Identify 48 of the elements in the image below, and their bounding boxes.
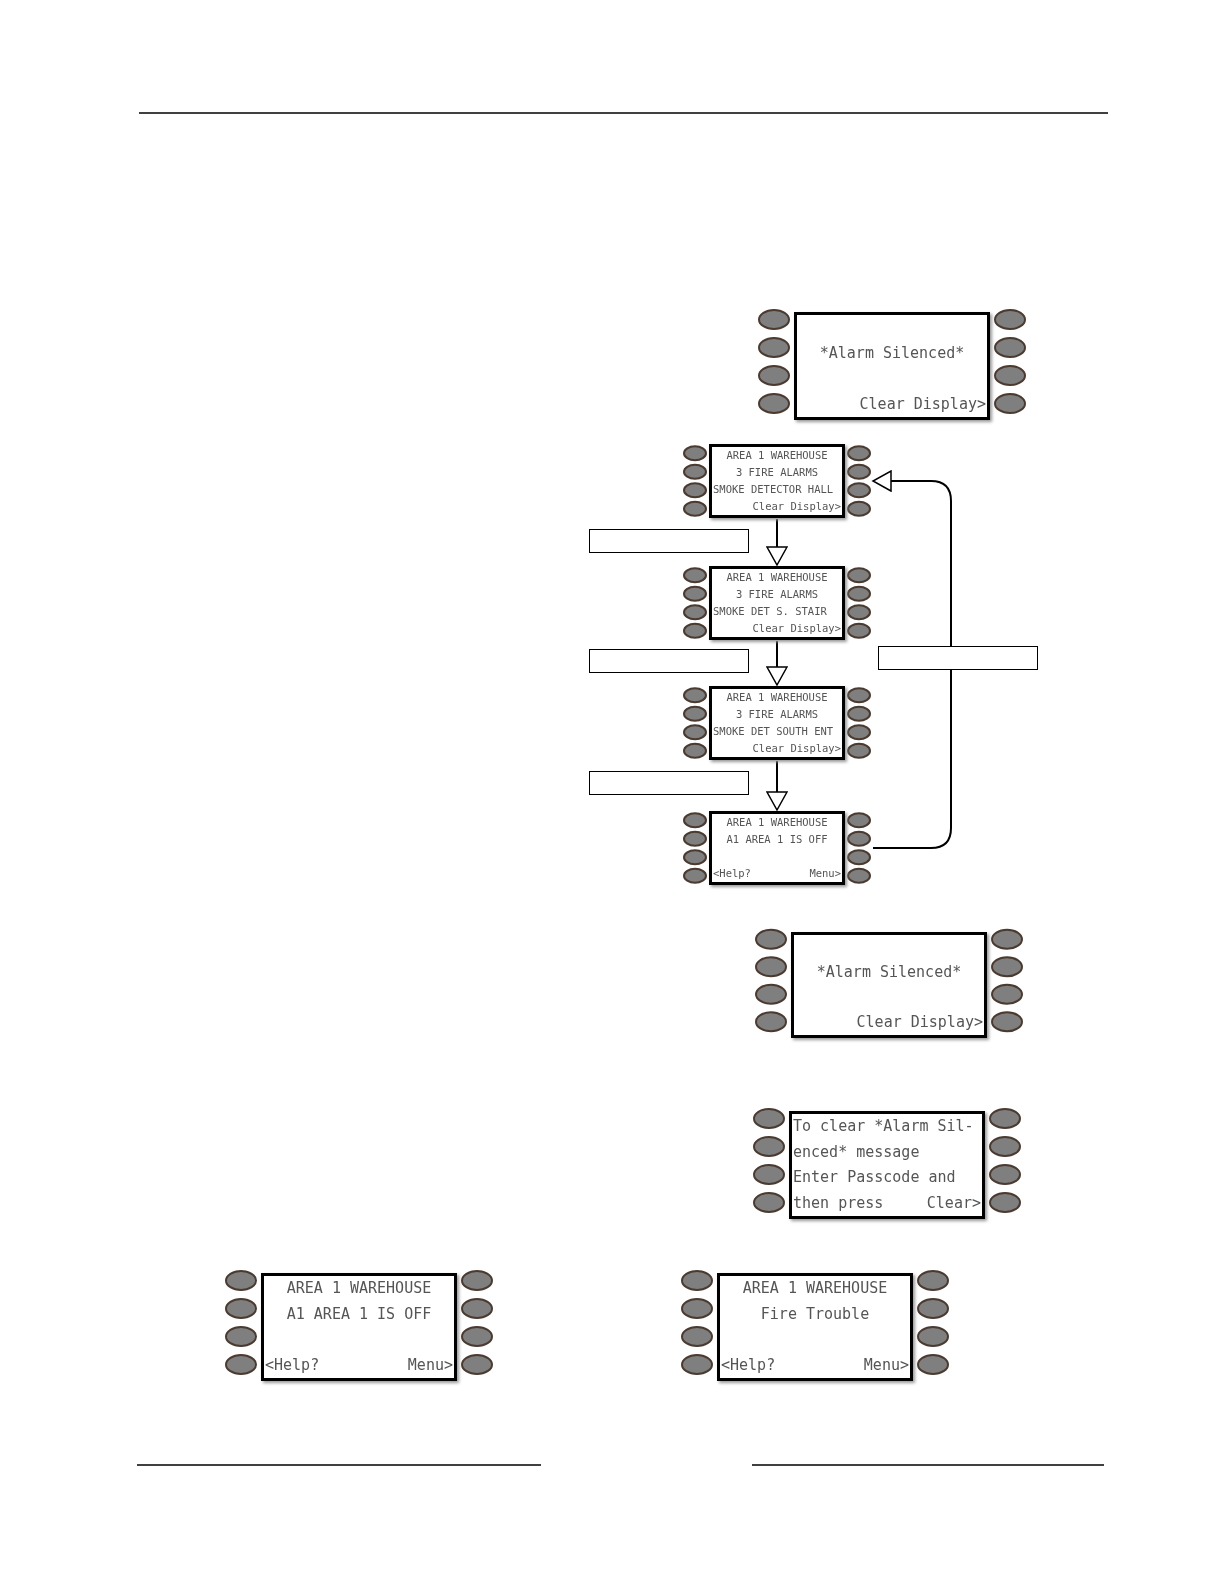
display-text: Enter Passcode and [793,1167,956,1188]
keypad [683,444,871,518]
display-text: Clear Display> [859,393,986,415]
display-text: Clear> [926,1192,981,1214]
display-text: SMOKE DETECTOR HALL [713,482,834,497]
display-text: Menu> [407,1354,453,1376]
keypad [753,1111,1021,1219]
display-text: Clear Display> [752,621,841,636]
display-text: AREA 1 WAREHOUSE [725,690,829,705]
display-text: *Alarm Silenced* [815,962,963,983]
display-text: 3 FIRE ALARMS [734,707,820,722]
display-text: Clear Display> [752,741,841,756]
display-text: Menu> [809,866,841,881]
arrow [766,640,788,686]
keypad [758,312,1026,420]
keypad [225,1273,493,1381]
display-text: <Help? [265,1354,320,1376]
display-text: Clear Display> [752,499,841,514]
display-text: <Help? [713,866,751,881]
keypad [681,1273,949,1381]
display-text: enced* message [793,1141,920,1163]
display-text: A1 AREA 1 IS OFF [725,832,829,847]
display-text: Fire Trouble [759,1303,871,1325]
display-text: 3 FIRE ALARMS [734,465,820,480]
display-text: AREA 1 WAREHOUSE [285,1278,433,1299]
display-text: 3 FIRE ALARMS [734,587,820,602]
arrow [766,760,788,811]
display-text: SMOKE DET S. STAIR [713,604,827,619]
keypad [683,811,871,885]
arrow [766,518,788,566]
keypad [683,566,871,640]
display-text: AREA 1 WAREHOUSE [725,570,829,585]
display-text: <Help? [721,1354,776,1376]
blank-label-box [878,646,1038,670]
display-text: AREA 1 WAREHOUSE [725,448,829,463]
display-text: AREA 1 WAREHOUSE [725,815,829,830]
display-text: *Alarm Silenced* [818,342,966,364]
display-text: Clear Display> [856,1012,983,1033]
display-text: then press [793,1192,884,1214]
display-text: To clear *Alarm Sil- [793,1116,974,1137]
display-text: A1 AREA 1 IS OFF [285,1303,433,1325]
display-text: AREA 1 WAREHOUSE [741,1278,889,1299]
blank-label-box [589,649,749,673]
display-text: SMOKE DET SOUTH ENT [713,724,834,739]
blank-label-box [589,771,749,795]
blank-label-box [589,529,749,553]
display-text: Menu> [863,1354,909,1376]
keypad [683,686,871,760]
